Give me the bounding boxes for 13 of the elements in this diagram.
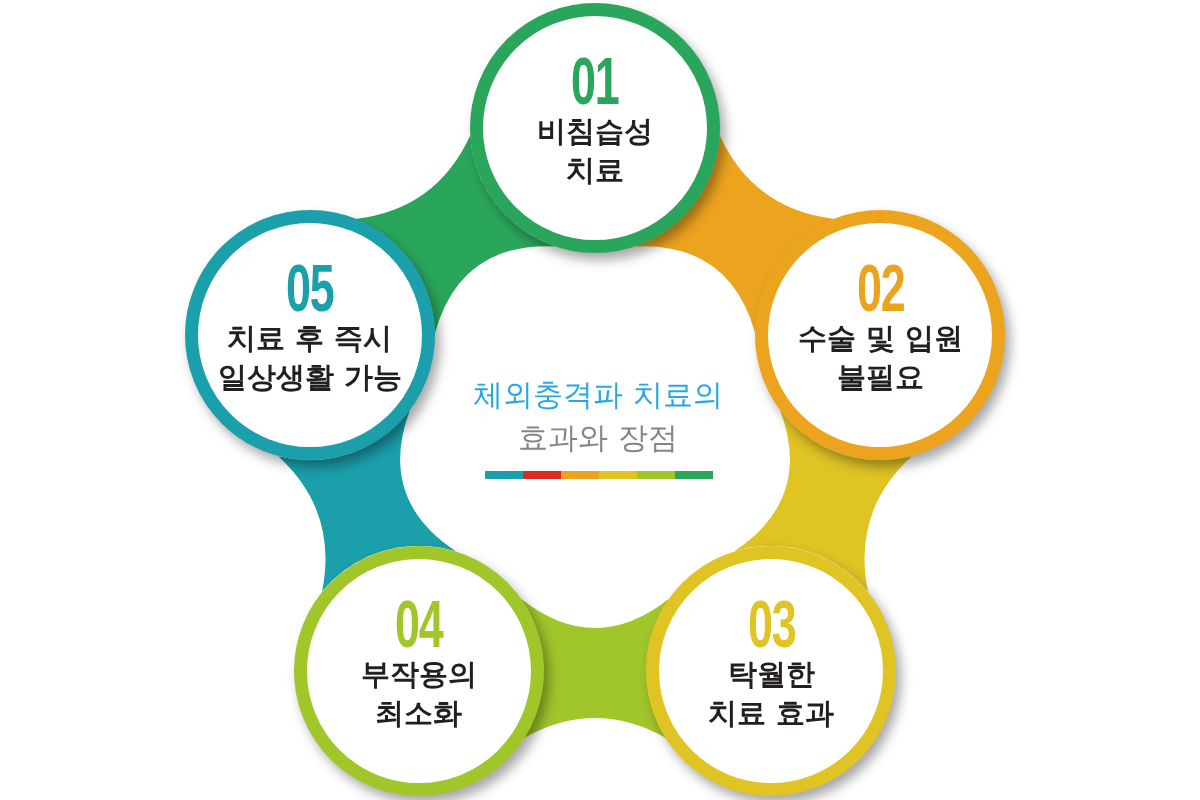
step-number: 04 xyxy=(395,592,443,655)
connector-band xyxy=(734,410,912,592)
step-label: 부작용의 최소화 xyxy=(359,655,478,732)
step-number: 03 xyxy=(747,592,795,655)
step-number: 01 xyxy=(571,50,619,112)
step-label: 수술 및 입원 불필요 xyxy=(796,320,964,397)
step-label: 탁월한 치료 효과 xyxy=(707,655,836,732)
connector-band xyxy=(278,410,456,592)
step-number: 02 xyxy=(856,257,904,320)
step-label: 비침습성 치료 xyxy=(536,113,654,189)
step-label: 치료 후 즉시 일상생활 가능 xyxy=(216,320,403,397)
step-number: 05 xyxy=(286,257,334,320)
title: 체외충격파 치료의 효과와 장점 xyxy=(472,376,724,457)
